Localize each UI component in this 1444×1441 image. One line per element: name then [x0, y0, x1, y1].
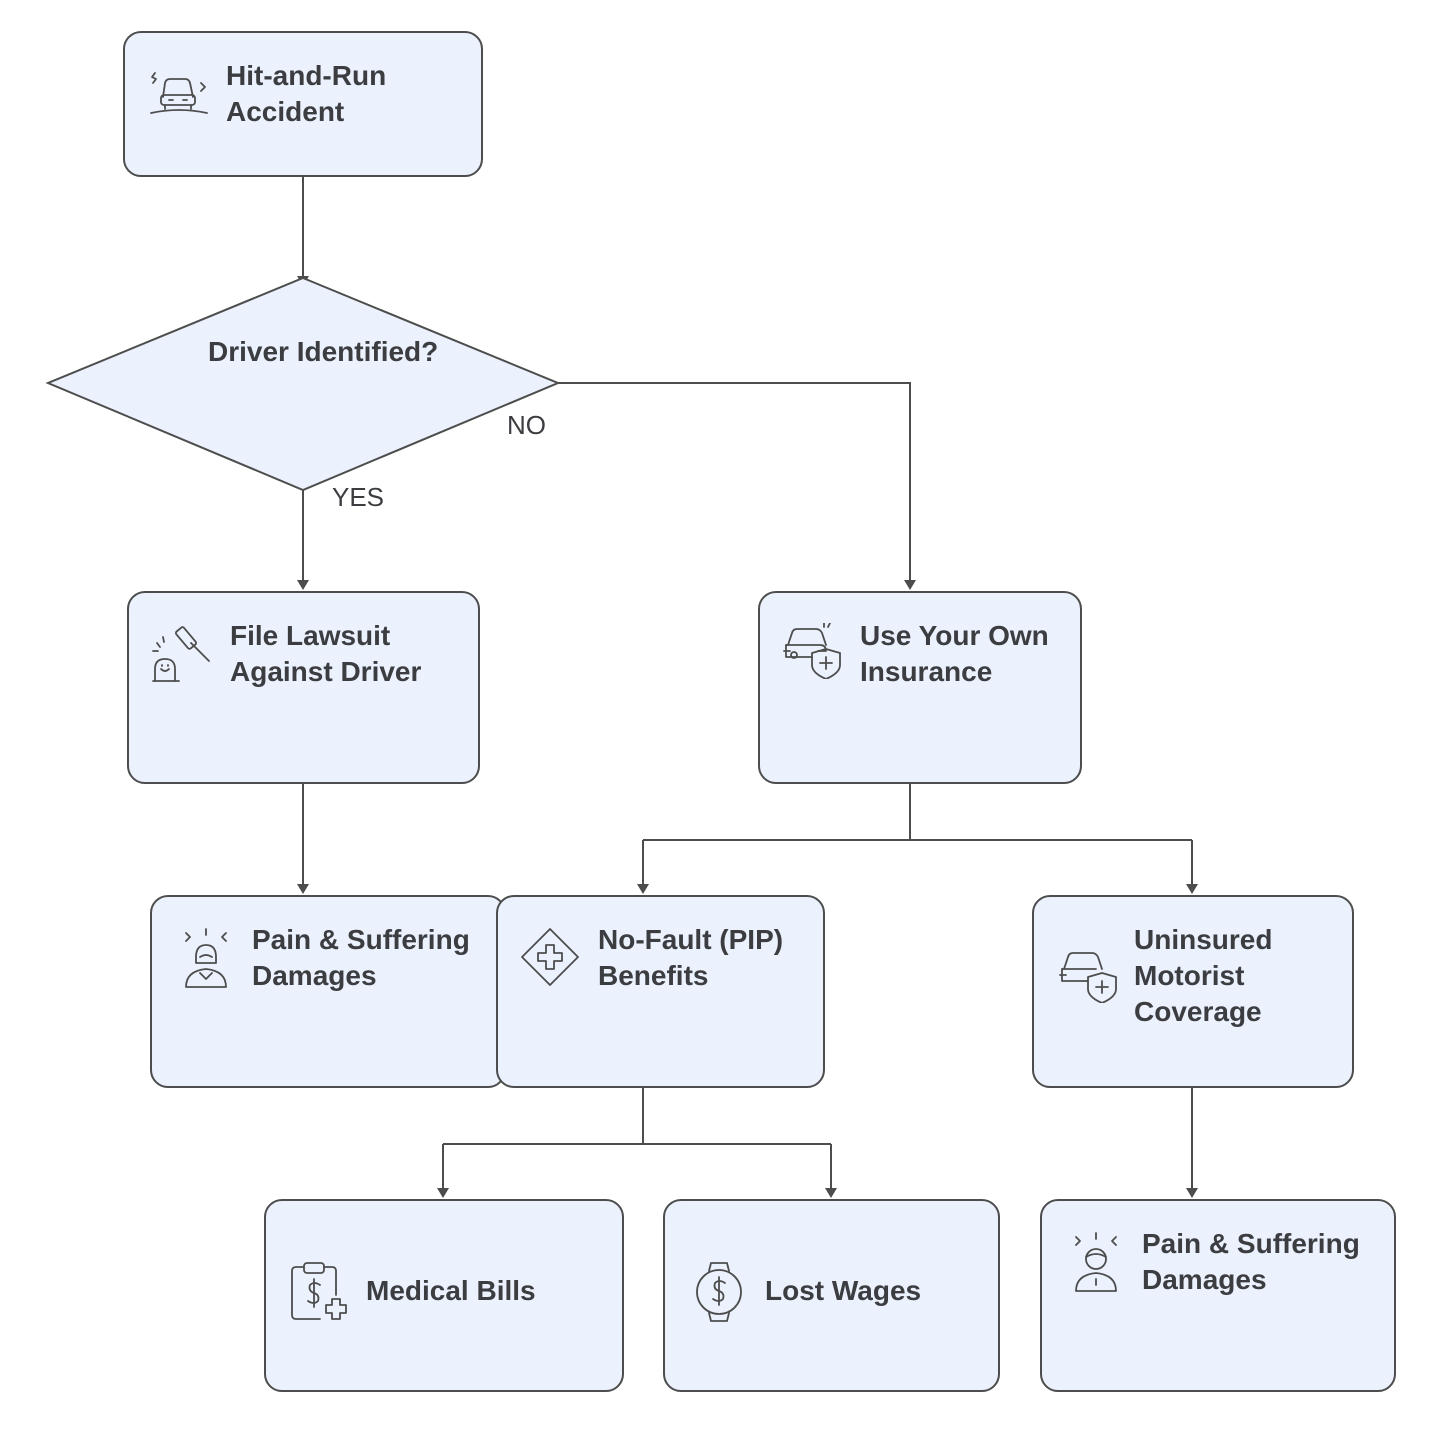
node-pain-suffering-left-line1: Pain & Suffering	[252, 924, 470, 955]
node-no-fault-line2: Benefits	[598, 960, 709, 991]
node-pain-suffering-right-line1: Pain & Suffering	[1142, 1228, 1360, 1259]
car-shield-icon	[1059, 952, 1117, 1003]
distressed-person-icon	[185, 928, 227, 988]
node-lost-wages[interactable]: Lost Wages	[663, 1199, 1000, 1392]
node-lost-wages-label: Lost Wages	[765, 1275, 922, 1306]
node-medical-bills[interactable]: Medical Bills	[264, 1199, 624, 1392]
node-hit-and-run-line2: Accident	[226, 96, 345, 127]
node-medical-bills-label: Medical Bills	[366, 1275, 536, 1306]
node-file-lawsuit[interactable]: File Lawsuit Against Driver	[127, 591, 480, 784]
node-pain-suffering-left[interactable]: Pain & Suffering Damages	[150, 895, 506, 1088]
decision-label: Driver Identified?	[208, 336, 439, 367]
node-uninsured[interactable]: Uninsured Motorist Coverage	[1032, 895, 1354, 1088]
car-shield-icon	[783, 623, 841, 679]
node-no-fault[interactable]: No-Fault (PIP) Benefits	[496, 895, 825, 1088]
node-uninsured-line1: Uninsured	[1134, 924, 1273, 955]
edge-label-yes: YES	[332, 482, 385, 512]
node-own-insurance[interactable]: Use Your Own Insurance	[758, 591, 1082, 784]
edge-insurance-split	[642, 784, 1193, 886]
medical-diamond-icon	[521, 928, 579, 986]
node-no-fault-line1: No-Fault (PIP)	[598, 924, 784, 955]
node-file-lawsuit-line2: Against Driver	[230, 656, 422, 687]
node-own-insurance-line2: Insurance	[860, 656, 993, 687]
node-hit-and-run-line1: Hit-and-Run	[226, 60, 387, 91]
car-crash-icon	[150, 72, 208, 114]
node-pain-suffering-left-line2: Damages	[252, 960, 377, 991]
clipboard-dollar-icon	[291, 1262, 347, 1320]
edge-nofault-split	[442, 1088, 832, 1190]
decision-diamond	[45, 276, 561, 492]
node-pain-suffering-right-line2: Damages	[1142, 1264, 1267, 1295]
edge-decision-no	[502, 382, 911, 582]
node-file-lawsuit-line1: File Lawsuit	[230, 620, 391, 651]
gavel-icon	[152, 626, 210, 682]
edge-label-no: NO	[507, 410, 546, 440]
node-hit-and-run[interactable]: Hit-and-Run Accident	[123, 31, 483, 177]
node-uninsured-line3: Coverage	[1134, 996, 1262, 1027]
distressed-person-icon	[1075, 1232, 1117, 1292]
watch-dollar-icon	[696, 1262, 742, 1322]
node-own-insurance-line1: Use Your Own	[860, 620, 1049, 651]
node-uninsured-line2: Motorist	[1134, 960, 1245, 991]
node-pain-suffering-right[interactable]: Pain & Suffering Damages	[1040, 1199, 1396, 1392]
